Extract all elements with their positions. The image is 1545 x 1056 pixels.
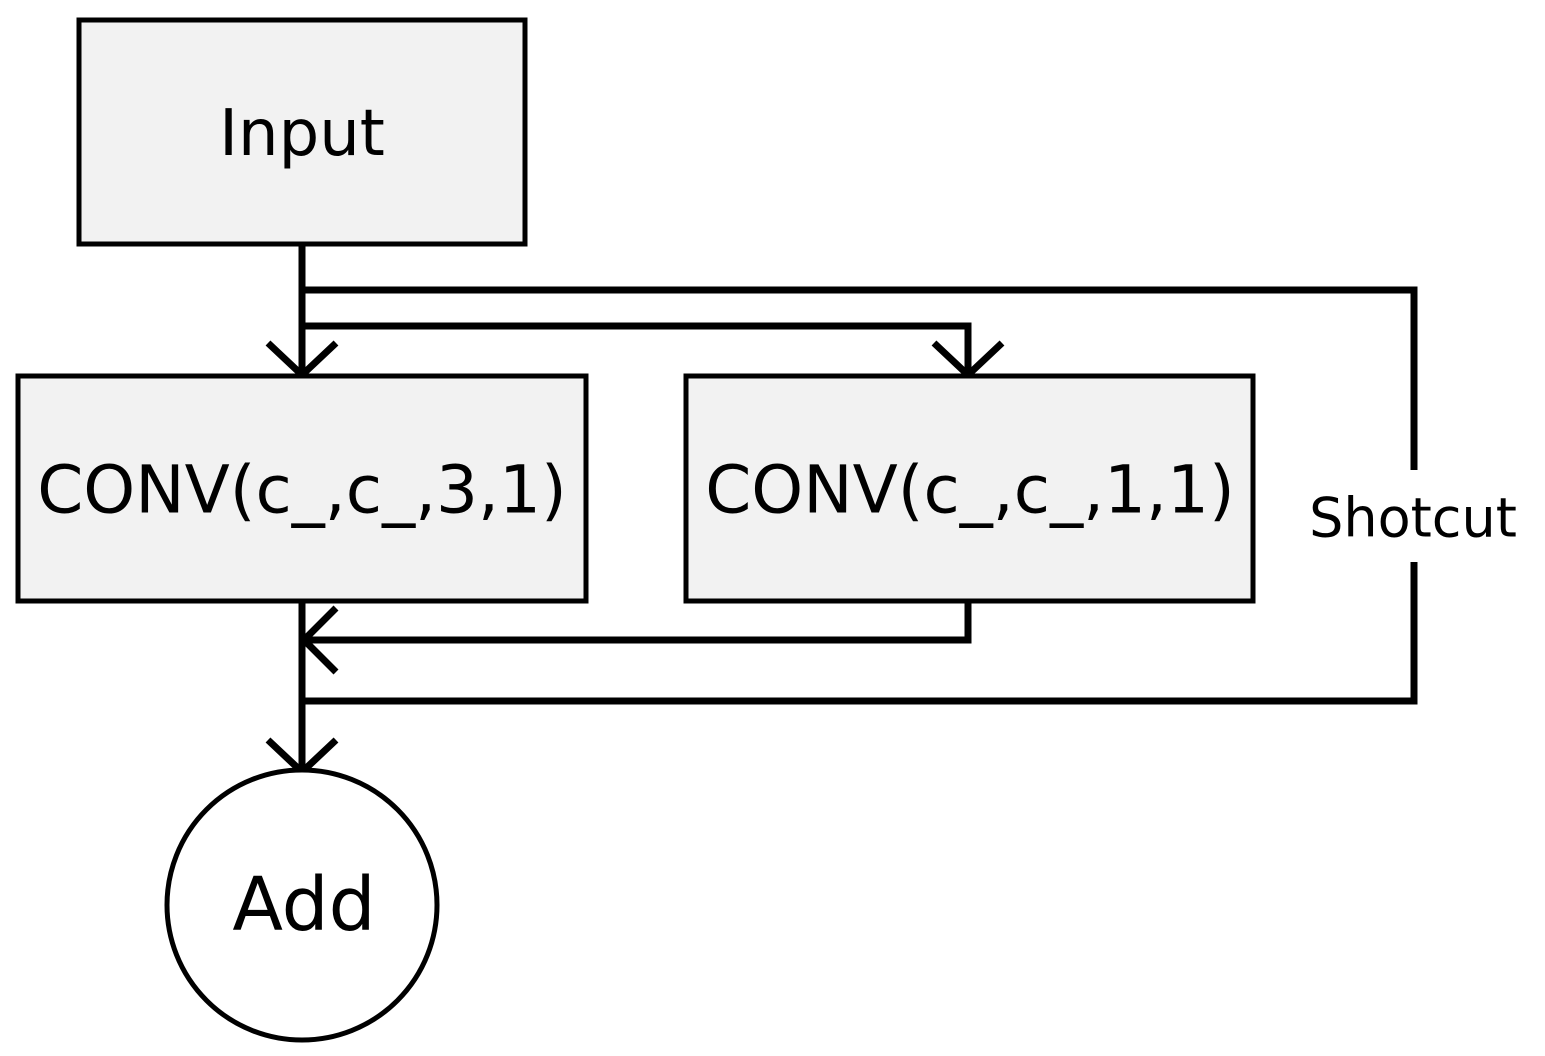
shortcut-label: Shotcut <box>1309 487 1517 550</box>
conv1-label: CONV(c_,c_,1,1) <box>705 452 1235 529</box>
shortcut-wire-bottom <box>302 562 1418 705</box>
shortcut-wire-top <box>302 286 1418 470</box>
input-label: Input <box>219 97 385 171</box>
add-label: Add <box>232 862 375 948</box>
input-box <box>76 17 528 247</box>
input-to-conv1-wire <box>302 322 972 374</box>
add-circle <box>164 767 440 1043</box>
input-node: Input <box>76 17 528 247</box>
conv3-node: CONV(c_,c_,3,1) <box>15 373 589 604</box>
conv1-box <box>683 373 1256 604</box>
add-node: Add <box>164 767 440 1043</box>
conv1-node: CONV(c_,c_,1,1) <box>683 373 1256 604</box>
conv3-label: CONV(c_,c_,3,1) <box>37 452 567 529</box>
conv1-output-wire <box>305 601 972 644</box>
